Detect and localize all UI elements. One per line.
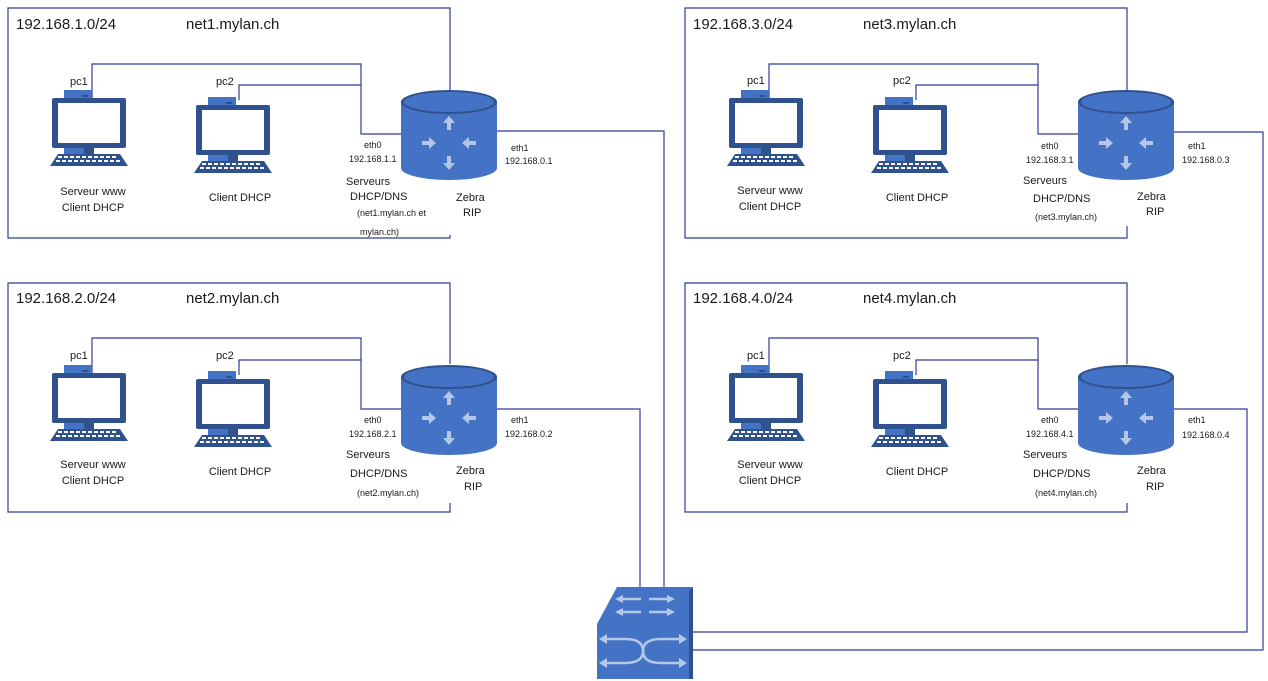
pc1: pc1 Serveur www Client DHCP xyxy=(727,350,805,487)
eth1-label: eth1 xyxy=(511,143,529,153)
rip-label: RIP xyxy=(1146,206,1164,218)
eth0-label: eth0 xyxy=(364,140,382,150)
zebra-label: Zebra xyxy=(456,465,486,477)
eth0-ip: 192.168.3.1 xyxy=(1026,155,1074,165)
server-label: DHCP/DNS xyxy=(1033,468,1090,480)
router: eth0 192.168.3.1 Serveurs DHCP/DNS (net3… xyxy=(1023,90,1230,222)
eth0-ip: 192.168.2.1 xyxy=(349,429,397,439)
subnet-label: 192.168.1.0/24 xyxy=(16,16,116,33)
router: eth0 192.168.2.1 Serveurs DHCP/DNS (net2… xyxy=(346,365,553,498)
pc1-role: Client DHCP xyxy=(739,475,801,487)
pc1-name: pc1 xyxy=(70,350,88,362)
server-label: DHCP/DNS xyxy=(350,191,407,203)
server-label: Serveurs xyxy=(346,176,391,188)
pc1-role: Serveur www xyxy=(737,185,802,197)
eth1-ip: 192.168.0.1 xyxy=(505,156,553,166)
server-label: (net1.mylan.ch et xyxy=(357,208,427,218)
pc2: pc2 Client DHCP xyxy=(871,75,949,204)
rip-label: RIP xyxy=(464,481,482,493)
network-4: 192.168.4.0/24 net4.mylan.ch pc1 Serveur… xyxy=(684,282,1230,513)
pc1-name: pc1 xyxy=(747,350,765,362)
pc1-role: Serveur www xyxy=(737,459,802,471)
server-label: DHCP/DNS xyxy=(1033,193,1090,205)
server-label: (net3.mylan.ch) xyxy=(1035,212,1097,222)
eth0-label: eth0 xyxy=(364,415,382,425)
eth1-label: eth1 xyxy=(511,415,529,425)
server-label: Serveurs xyxy=(1023,449,1068,461)
eth1-ip: 192.168.0.3 xyxy=(1182,155,1230,165)
router: eth0 192.168.4.1 Serveurs DHCP/DNS (net4… xyxy=(1023,365,1230,498)
server-label: Serveurs xyxy=(1023,175,1068,187)
pc2: pc2 Client DHCP xyxy=(194,76,272,204)
pc1-name: pc1 xyxy=(70,76,88,88)
eth0-label: eth0 xyxy=(1041,141,1059,151)
pc2-role: Client DHCP xyxy=(886,192,948,204)
subnet-label: 192.168.4.0/24 xyxy=(693,290,793,307)
pc2-name: pc2 xyxy=(216,76,234,88)
pc1-role: Serveur www xyxy=(60,459,125,471)
pc1: pc1 Serveur www Client DHCP xyxy=(50,76,128,214)
pc2-name: pc2 xyxy=(893,75,911,87)
eth1-ip: 192.168.0.2 xyxy=(505,429,553,439)
server-label: DHCP/DNS xyxy=(350,468,407,480)
pc1-role: Client DHCP xyxy=(62,202,124,214)
pc2-name: pc2 xyxy=(216,350,234,362)
server-label: Serveurs xyxy=(346,449,391,461)
pc2-role: Client DHCP xyxy=(886,466,948,478)
eth0-ip: 192.168.4.1 xyxy=(1026,429,1074,439)
domain-label: net1.mylan.ch xyxy=(186,16,279,33)
backbone-links xyxy=(497,130,1264,651)
pc1-role: Client DHCP xyxy=(62,475,124,487)
network-2: 192.168.2.0/24 net2.mylan.ch pc1 Serveur… xyxy=(7,282,553,513)
network-3: 192.168.3.0/24 net3.mylan.ch pc1 Serveur… xyxy=(684,7,1230,239)
subnet-label: 192.168.3.0/24 xyxy=(693,16,793,33)
pc2-role: Client DHCP xyxy=(209,192,271,204)
server-label: (net4.mylan.ch) xyxy=(1035,488,1097,498)
eth1-label: eth1 xyxy=(1188,141,1206,151)
router: eth0 192.168.1.1 Serveurs DHCP/DNS (net1… xyxy=(346,90,553,237)
pc1-role: Client DHCP xyxy=(739,201,801,213)
pc2: pc2 Client DHCP xyxy=(194,350,272,478)
subnet-label: 192.168.2.0/24 xyxy=(16,290,116,307)
pc2: pc2 Client DHCP xyxy=(871,350,949,478)
domain-label: net2.mylan.ch xyxy=(186,290,279,307)
eth0-ip: 192.168.1.1 xyxy=(349,154,397,164)
eth0-label: eth0 xyxy=(1041,415,1059,425)
pc2-role: Client DHCP xyxy=(209,466,271,478)
domain-label: net4.mylan.ch xyxy=(863,290,956,307)
eth1-label: eth1 xyxy=(1188,415,1206,425)
network-1: 192.168.1.0/24 net1.mylan.ch pc1 Serveur… xyxy=(7,7,553,239)
eth1-ip: 192.168.0.4 xyxy=(1182,430,1230,440)
server-label: mylan.ch) xyxy=(360,227,399,237)
pc1: pc1 Serveur www Client DHCP xyxy=(727,75,805,213)
pc2-name: pc2 xyxy=(893,350,911,362)
pc1-role: Serveur www xyxy=(60,186,125,198)
rip-label: RIP xyxy=(463,207,481,219)
zebra-label: Zebra xyxy=(456,192,486,204)
pc1: pc1 Serveur www Client DHCP xyxy=(50,350,128,487)
switch xyxy=(597,587,693,679)
zebra-label: Zebra xyxy=(1137,191,1167,203)
pc1-name: pc1 xyxy=(747,75,765,87)
domain-label: net3.mylan.ch xyxy=(863,16,956,33)
zebra-label: Zebra xyxy=(1137,465,1167,477)
rip-label: RIP xyxy=(1146,481,1164,493)
server-label: (net2.mylan.ch) xyxy=(357,488,419,498)
